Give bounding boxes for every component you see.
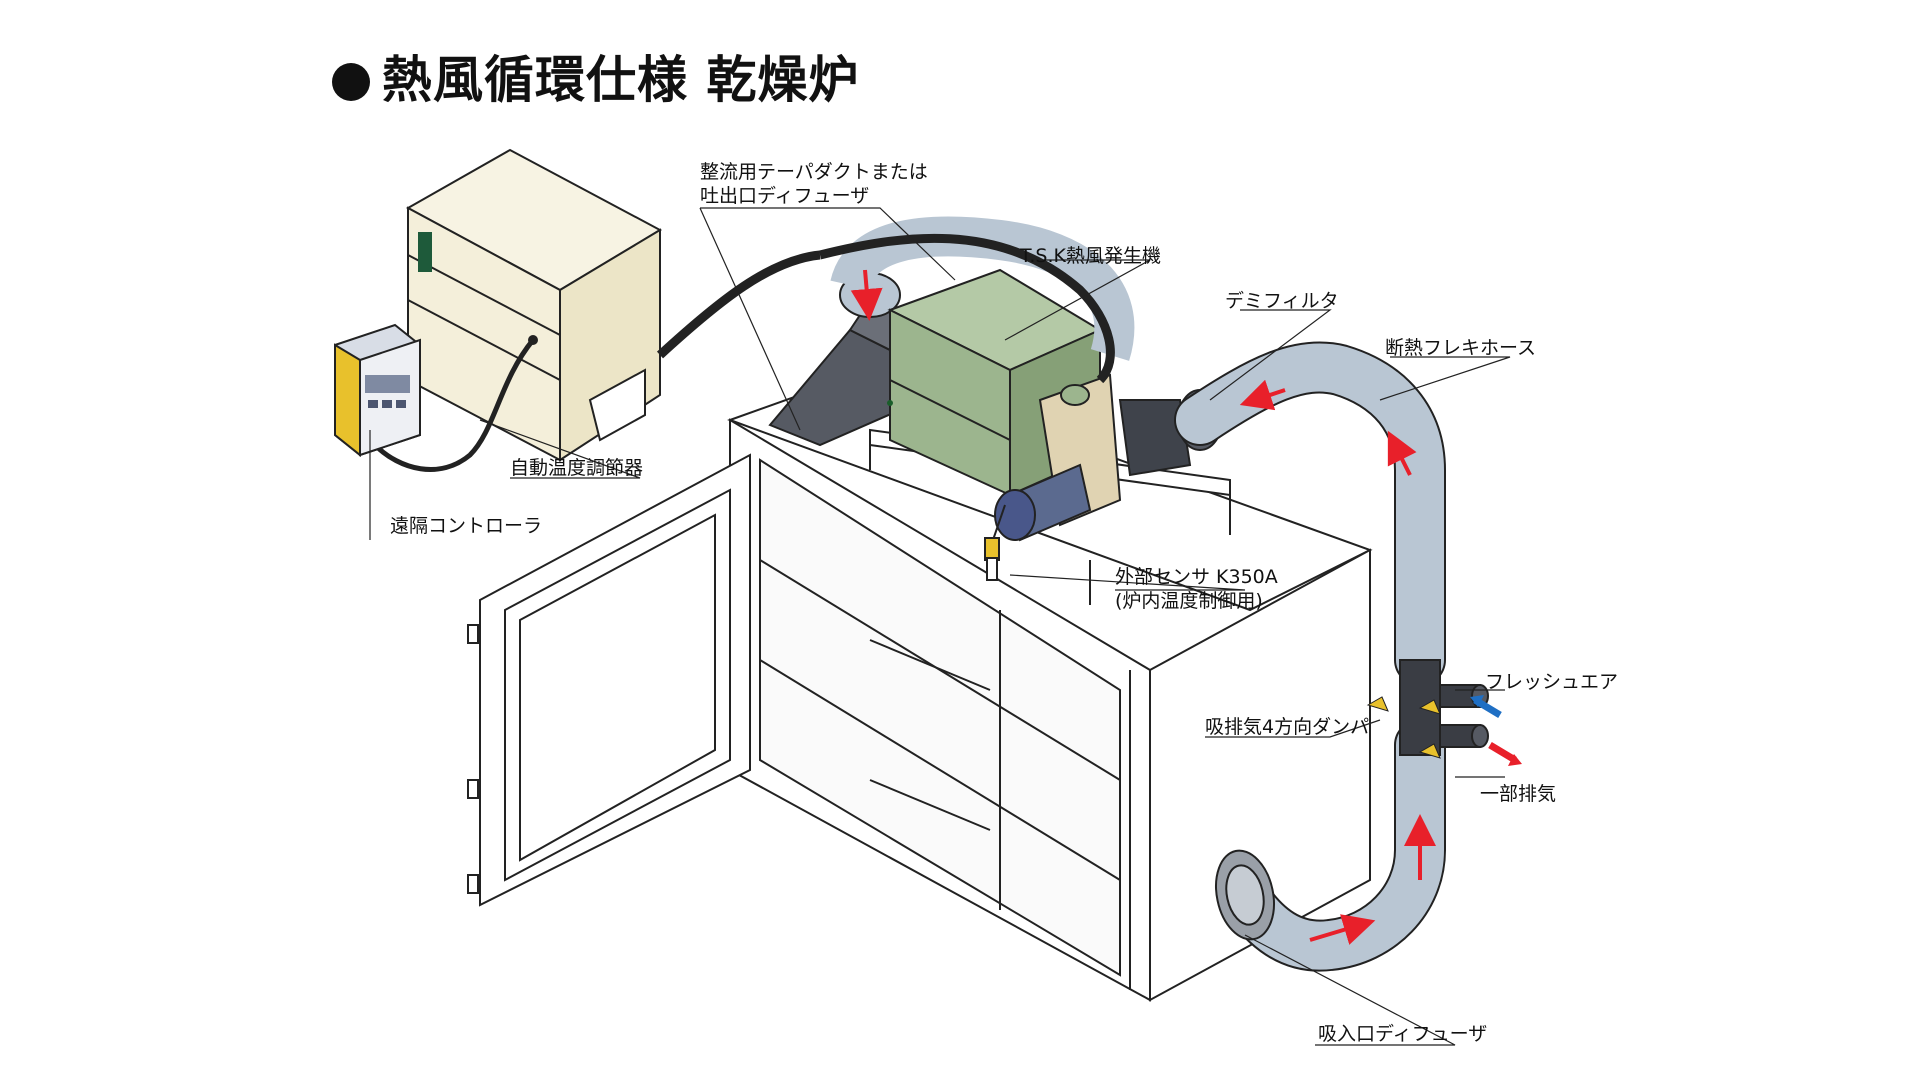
label-exhaust: 一部排気 xyxy=(1480,783,1556,805)
bullet-icon xyxy=(332,63,370,101)
label-remote: 遠隔コントローラ xyxy=(390,515,542,537)
label-duct-2: 吐出口ディフューザ xyxy=(700,185,869,207)
intake-diffuser xyxy=(1215,849,1275,941)
remote-controller xyxy=(334,323,421,458)
four-way-damper xyxy=(1366,659,1489,759)
label-fresh-air: フレッシュエア xyxy=(1485,671,1618,693)
label-sensor: 外部センサ K350A xyxy=(1115,566,1278,588)
title-text: 熱風循環仕様 乾燥炉 xyxy=(382,51,860,109)
flow-arrows xyxy=(850,269,1522,945)
labels: 整流用テーパダクトまたは 吐出口ディフューザ T.S.K熱風発生機 デミフィルタ… xyxy=(390,161,1618,1045)
label-sensor-2: (炉内温度制御用) xyxy=(1115,590,1263,612)
label-damper: 吸排気4方向ダンパ xyxy=(1205,716,1369,738)
label-controller: 自動温度調節器 xyxy=(510,457,643,479)
label-duct: 整流用テーパダクトまたは xyxy=(700,161,928,183)
blower-unit xyxy=(994,373,1223,542)
label-heater: T.S.K熱風発生機 xyxy=(1019,245,1161,267)
temperature-controller xyxy=(405,148,663,462)
leader-lines xyxy=(369,207,1511,1046)
label-intake: 吸入口ディフューザ xyxy=(1318,1023,1487,1045)
label-hose: 断熱フレキホース xyxy=(1385,337,1536,359)
label-filter: デミフィルタ xyxy=(1225,290,1339,312)
oven-door xyxy=(467,453,751,907)
external-sensor xyxy=(984,504,1006,581)
page-title: 熱風循環仕様 乾燥炉 xyxy=(332,40,859,112)
exhaust-arrow xyxy=(1488,741,1517,764)
